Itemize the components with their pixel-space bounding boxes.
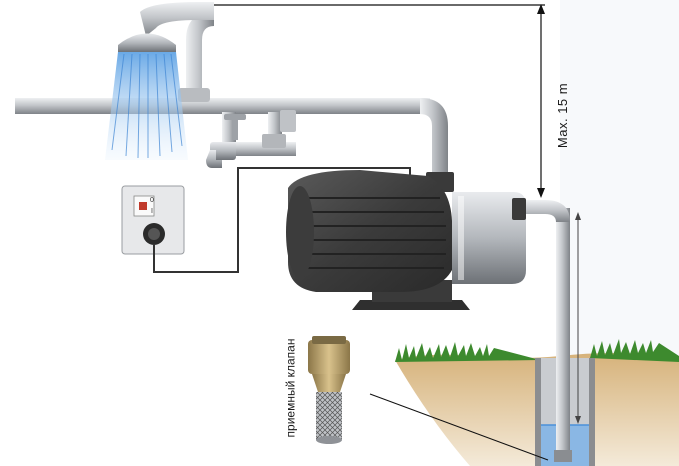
shower-head: [118, 33, 176, 52]
foot-valve-nut: [308, 340, 350, 374]
pipe-coupling-1: [178, 88, 210, 102]
pipe-coupling-3: [280, 110, 296, 132]
pipe-coupling-2: [262, 134, 286, 148]
foot-valve-text: приемный клапан: [283, 338, 298, 438]
power-socket-box: [121, 185, 185, 255]
power-cable: [153, 167, 411, 273]
pressure-pipe-elbow: [420, 98, 448, 172]
grass-right: [590, 339, 679, 362]
height-dimension-arrow: [537, 4, 545, 198]
switch-label-off: I: [151, 208, 153, 215]
main-water-pipe: [15, 98, 430, 114]
motor-end-cap: [286, 186, 314, 278]
motor-cooling-fins: [296, 197, 446, 269]
pump-steel-chamber: [452, 192, 526, 284]
switch-toggle: [139, 202, 147, 210]
valve-pointer-line: [369, 393, 549, 461]
depth-arrow: [575, 212, 581, 424]
pump-motor-housing: [288, 170, 453, 292]
shower-arm: [140, 2, 214, 36]
water-tap: [206, 114, 246, 168]
tap-handle: [224, 114, 246, 120]
suction-elbow: [520, 200, 570, 222]
pump-base: [352, 300, 470, 310]
pump-inlet-fitting: [512, 198, 526, 220]
foot-valve-label: приемный клапан: [276, 310, 304, 466]
shower-water: [105, 52, 188, 160]
max-height-label: Max. 15 m: [548, 60, 578, 170]
foot-valve-body: [312, 374, 346, 392]
suction-pipe: [556, 208, 570, 458]
jet-pump: [286, 170, 526, 310]
suction-pipe-end: [554, 450, 572, 462]
grass-left: [395, 342, 540, 362]
max-height-text: Max. 15 m: [555, 82, 571, 148]
switch-label-on: 0: [150, 197, 154, 204]
shower-water-streams: [111, 53, 183, 159]
foot-valve: [308, 336, 350, 444]
shower-riser: [186, 12, 214, 98]
